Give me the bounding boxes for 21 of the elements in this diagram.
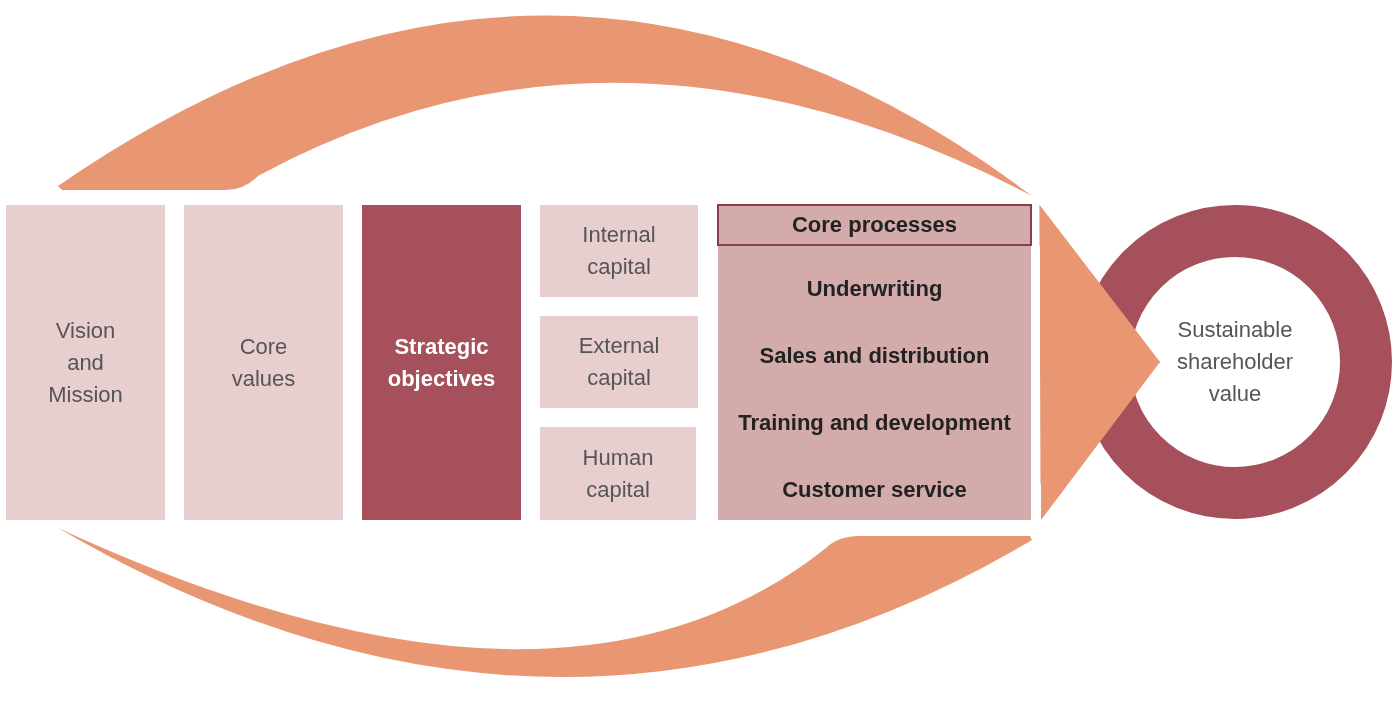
node-text: Core processes <box>790 211 959 239</box>
node-text: Strategic objectives <box>386 332 497 393</box>
node-text: External capital <box>577 332 661 392</box>
chevron-arrow <box>1039 204 1161 521</box>
node-text: Vision and Mission <box>47 316 124 409</box>
node-text: Training and development <box>737 409 1012 437</box>
node-text: Internal capital <box>581 221 657 281</box>
node-text: Sales and distribution <box>758 342 991 370</box>
node-text: Customer service <box>781 476 968 504</box>
process-panel <box>718 205 1031 520</box>
process-box <box>362 205 521 520</box>
process-box <box>540 316 698 408</box>
process-box <box>6 205 165 520</box>
node-text: Underwriting <box>805 275 944 303</box>
header-box <box>717 204 1032 246</box>
node-text: Human capital <box>581 443 655 504</box>
node-text: Core values <box>230 332 297 393</box>
process-box <box>184 205 343 520</box>
process-box <box>540 205 698 297</box>
node-text: Sustainable shareholder value <box>1175 316 1295 408</box>
process-box <box>540 427 696 520</box>
